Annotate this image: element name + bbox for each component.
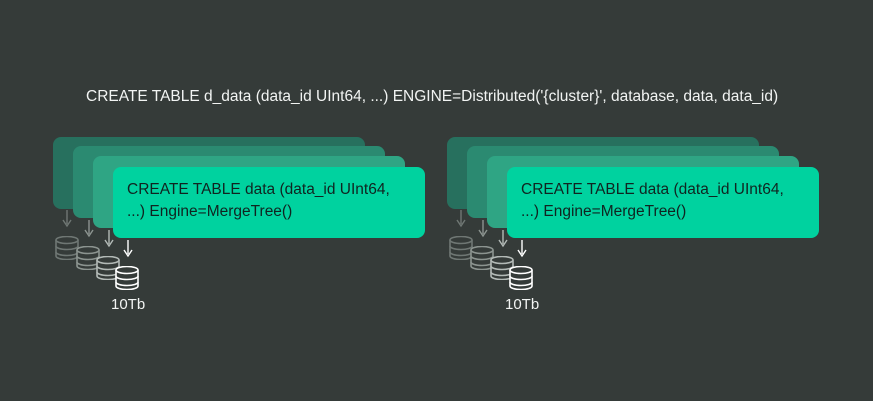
arrow-down-icon xyxy=(456,210,466,228)
arrow-down-icon xyxy=(478,220,488,238)
distributed-table-query: CREATE TABLE d_data (data_id UInt64, ...… xyxy=(86,88,779,105)
local-table-query-line-2: ...) Engine=MergeTree() xyxy=(127,203,293,220)
replica-card-front: CREATE TABLE data (data_id UInt64, ...) … xyxy=(507,167,819,238)
arrow-down-icon xyxy=(123,240,133,258)
database-icon xyxy=(76,246,100,270)
database-icon xyxy=(509,266,533,290)
local-table-query-line-2: ...) Engine=MergeTree() xyxy=(521,203,687,220)
database-icon xyxy=(55,236,79,260)
local-table-query-line-1: CREATE TABLE data (data_id UInt64, xyxy=(127,181,390,198)
arrow-down-icon xyxy=(104,230,114,248)
replica-card-front: CREATE TABLE data (data_id UInt64, ...) … xyxy=(113,167,425,238)
arrow-down-icon xyxy=(517,240,527,258)
database-icon xyxy=(470,246,494,270)
arrow-down-icon xyxy=(62,210,72,228)
arrow-down-icon xyxy=(84,220,94,238)
arrow-down-icon xyxy=(498,230,508,248)
storage-size-label: 10Tb xyxy=(505,296,540,313)
database-icon xyxy=(115,266,139,290)
local-table-query-line-1: CREATE TABLE data (data_id UInt64, xyxy=(521,181,784,198)
storage-size-label: 10Tb xyxy=(111,296,146,313)
